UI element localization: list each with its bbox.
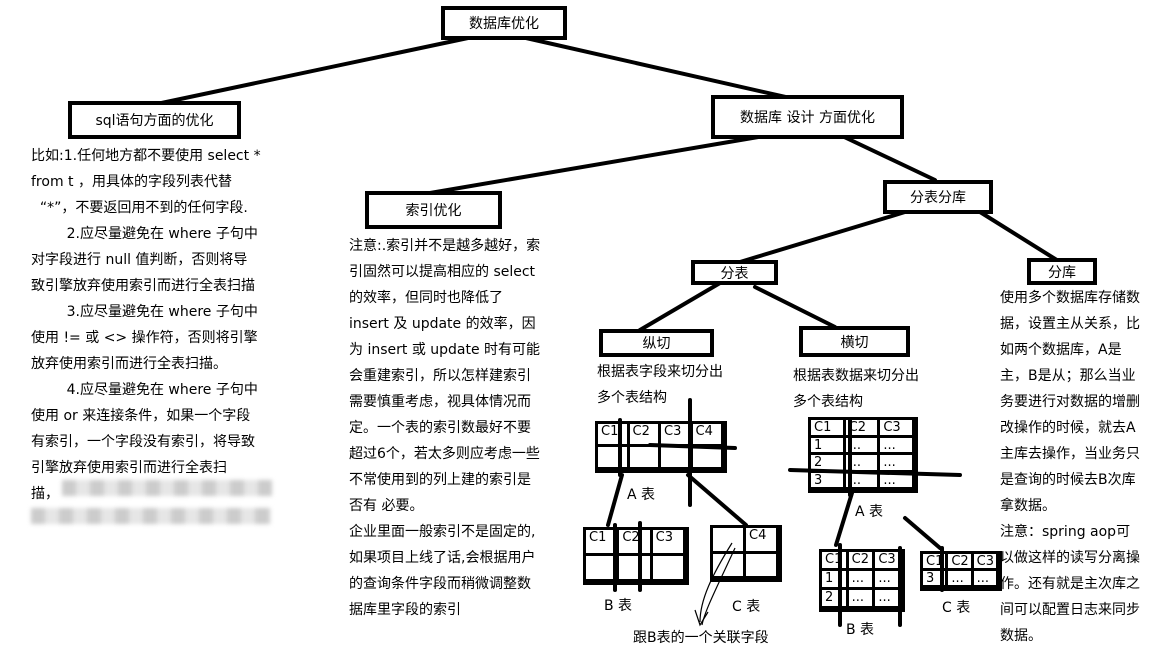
cell: C3 bbox=[652, 530, 686, 556]
node-index: 索引优化 bbox=[365, 191, 502, 229]
cell: C4 bbox=[692, 424, 724, 447]
cell: ... bbox=[973, 571, 999, 588]
cell: ... bbox=[848, 590, 876, 609]
node-vertical-label: 纵切 bbox=[642, 336, 671, 352]
cell: C3 bbox=[973, 554, 999, 571]
label-v-c: C 表 bbox=[732, 599, 761, 615]
table-v-c: C4 bbox=[710, 525, 782, 582]
cell bbox=[629, 447, 661, 470]
cell: C3 bbox=[661, 424, 693, 447]
db-notes: 使用多个数据库存储数 据，设置主从关系，比 如两个数据库，A是 主，B是从；那么… bbox=[1000, 290, 1140, 644]
cell bbox=[746, 553, 779, 579]
cell: C1 bbox=[598, 424, 630, 447]
cell: ... bbox=[880, 455, 915, 473]
cell: C1 bbox=[586, 530, 620, 556]
node-split-db-label: 分库 bbox=[1048, 264, 1076, 281]
label-v-b: B 表 bbox=[604, 598, 633, 614]
cell bbox=[661, 447, 693, 470]
cell: C2 bbox=[629, 424, 661, 447]
cell bbox=[713, 553, 746, 579]
cell: 1 bbox=[822, 571, 849, 590]
node-index-label: 索引优化 bbox=[405, 203, 462, 219]
index-notes: 注意:.索引并不是越多越好，索 引固然可以提高相应的 select 的效率，但同… bbox=[349, 238, 541, 618]
sql-notes: 比如:1.任何地方都不要使用 select * from t ，用具体的字段列表… bbox=[31, 148, 261, 502]
cell: ... bbox=[880, 437, 915, 455]
cell: ... bbox=[848, 571, 876, 590]
cell bbox=[652, 556, 686, 582]
cell: C2 bbox=[948, 554, 974, 571]
cell: ... bbox=[845, 437, 881, 455]
cell: ... bbox=[880, 472, 915, 490]
node-sql: sql语句方面的优化 bbox=[68, 101, 241, 139]
cell bbox=[619, 556, 653, 582]
cell bbox=[598, 447, 630, 470]
node-sql-label: sql语句方面的优化 bbox=[95, 113, 214, 129]
cell: ... bbox=[845, 472, 881, 490]
node-split-table-label: 分表 bbox=[720, 265, 749, 282]
cell: C3 bbox=[875, 552, 902, 571]
cell: 3 bbox=[923, 571, 949, 588]
label-h-c: C 表 bbox=[942, 600, 971, 616]
cell: 2 bbox=[822, 590, 849, 609]
horizontal-desc: 根据表数据来切分出 多个表结构 bbox=[793, 368, 919, 410]
cell: C3 bbox=[880, 420, 915, 438]
cell: C2 bbox=[848, 552, 876, 571]
node-horizontal-label: 横切 bbox=[840, 334, 869, 351]
cell: ... bbox=[845, 455, 881, 473]
node-root: 数据库优化 bbox=[441, 6, 567, 40]
label-h-a: A 表 bbox=[855, 504, 884, 520]
cell: C1 bbox=[811, 420, 846, 438]
cell: C1 bbox=[923, 554, 949, 571]
cell: C4 bbox=[746, 528, 779, 554]
cell: ... bbox=[875, 571, 902, 590]
node-split-table: 分表 bbox=[691, 260, 778, 285]
cell: C1 bbox=[822, 552, 849, 571]
cell: 1 bbox=[811, 437, 846, 455]
cell bbox=[586, 556, 620, 582]
node-shard-label: 分表分库 bbox=[910, 190, 966, 206]
cell: C2 bbox=[845, 420, 881, 438]
cell: C2 bbox=[619, 530, 653, 556]
cell: ... bbox=[948, 571, 974, 588]
cell bbox=[713, 528, 746, 554]
node-horizontal: 横切 bbox=[799, 326, 910, 357]
blurred-text bbox=[62, 480, 272, 496]
label-h-b: B 表 bbox=[846, 622, 875, 638]
cell: 2 bbox=[811, 455, 846, 473]
node-root-label: 数据库优化 bbox=[469, 16, 539, 32]
node-design: 数据库 设计 方面优化 bbox=[711, 95, 904, 139]
node-vertical: 纵切 bbox=[599, 329, 714, 357]
cell: ... bbox=[875, 590, 902, 609]
blurred-text-2 bbox=[31, 508, 271, 524]
label-v-link: 跟B表的一个关联字段 bbox=[633, 630, 769, 646]
vertical-desc: 根据表字段来切分出 多个表结构 bbox=[597, 364, 723, 406]
node-shard: 分表分库 bbox=[883, 180, 993, 214]
cell bbox=[692, 447, 724, 470]
cell: 3 bbox=[811, 472, 846, 490]
label-v-a: A 表 bbox=[627, 487, 656, 503]
node-design-label: 数据库 设计 方面优化 bbox=[740, 110, 875, 126]
node-split-db: 分库 bbox=[1027, 258, 1097, 285]
